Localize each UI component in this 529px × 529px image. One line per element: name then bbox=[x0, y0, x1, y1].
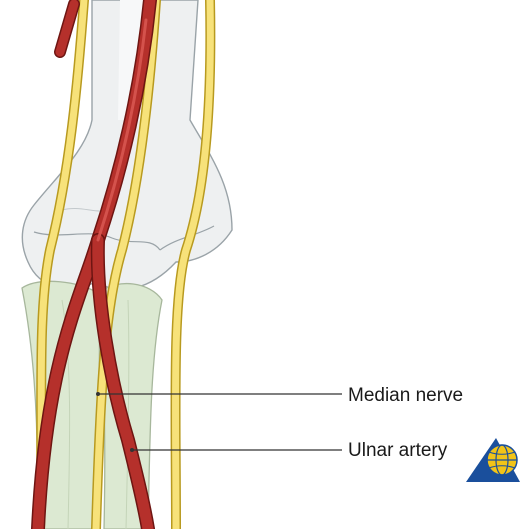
median-nerve-label: Median nerve bbox=[348, 386, 463, 405]
artery-branch bbox=[60, 4, 74, 52]
globe-triangle-logo bbox=[466, 438, 520, 482]
ulnar-artery-label: Ulnar artery bbox=[348, 441, 447, 460]
